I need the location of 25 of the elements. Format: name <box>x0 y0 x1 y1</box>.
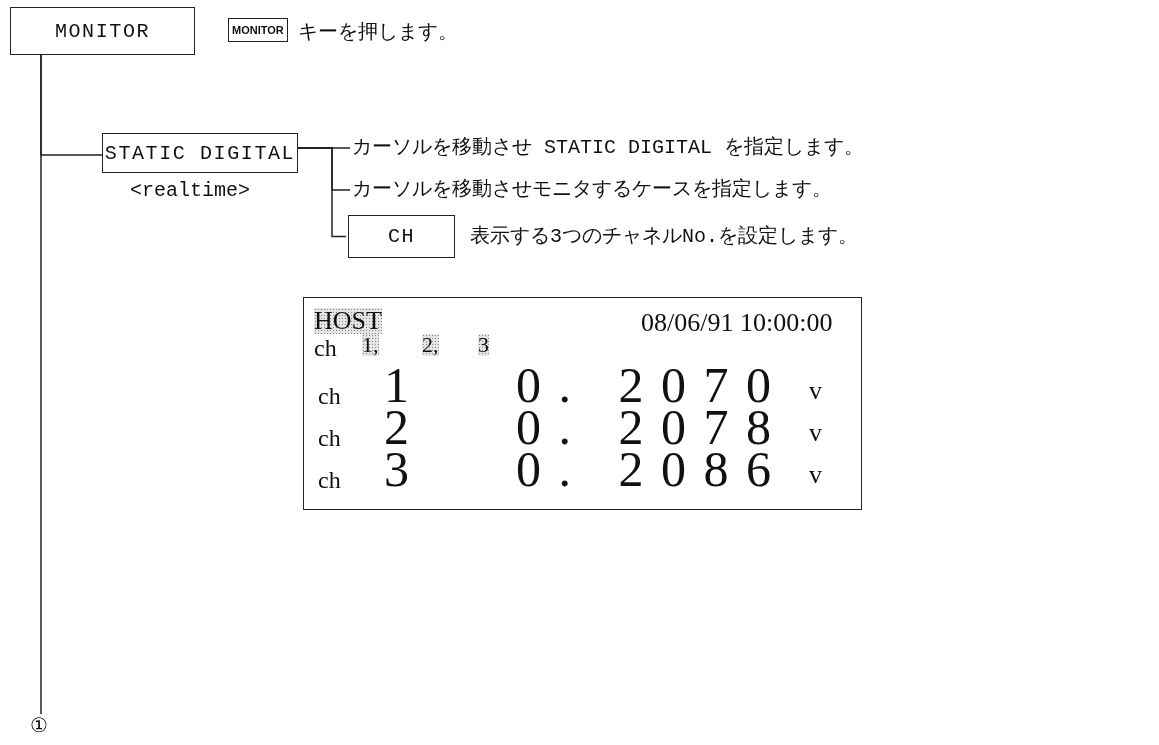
display-text: ch <box>318 426 341 450</box>
key-icon: MONITOR <box>228 18 288 42</box>
connector-line <box>40 54 103 156</box>
instruction-text: カーソルを移動させモニタするケースを指定します。 <box>352 177 832 203</box>
display-text: 2, <box>422 334 439 356</box>
display-screen <box>303 297 862 510</box>
display-text: 3 <box>478 334 489 356</box>
instruction-text: ① <box>30 714 48 740</box>
connector-line <box>297 147 347 238</box>
menu-key-box: CH <box>348 215 455 258</box>
instruction-text: 表示する3つのチャネルNo.を設定します。 <box>470 224 858 250</box>
instruction-text: <realtime> <box>130 178 251 204</box>
menu-key-box: MONITOR <box>10 7 195 55</box>
display-text: 08/06/91 10:00:00 <box>641 310 833 336</box>
display-text: HOST <box>314 308 382 334</box>
instruction-text: キーを押します。 <box>298 20 458 46</box>
display-text: ch <box>314 336 337 360</box>
display-text: ch <box>318 468 341 492</box>
display-text: ch <box>318 384 341 408</box>
display-text: v <box>809 378 822 404</box>
display-text: v <box>809 462 822 488</box>
instruction-text: カーソルを移動させ STATIC DIGITAL を指定します。 <box>352 135 865 161</box>
display-text: v <box>809 420 822 446</box>
menu-key-box: STATIC DIGITAL <box>102 133 298 173</box>
display-text: 1, <box>362 334 379 356</box>
